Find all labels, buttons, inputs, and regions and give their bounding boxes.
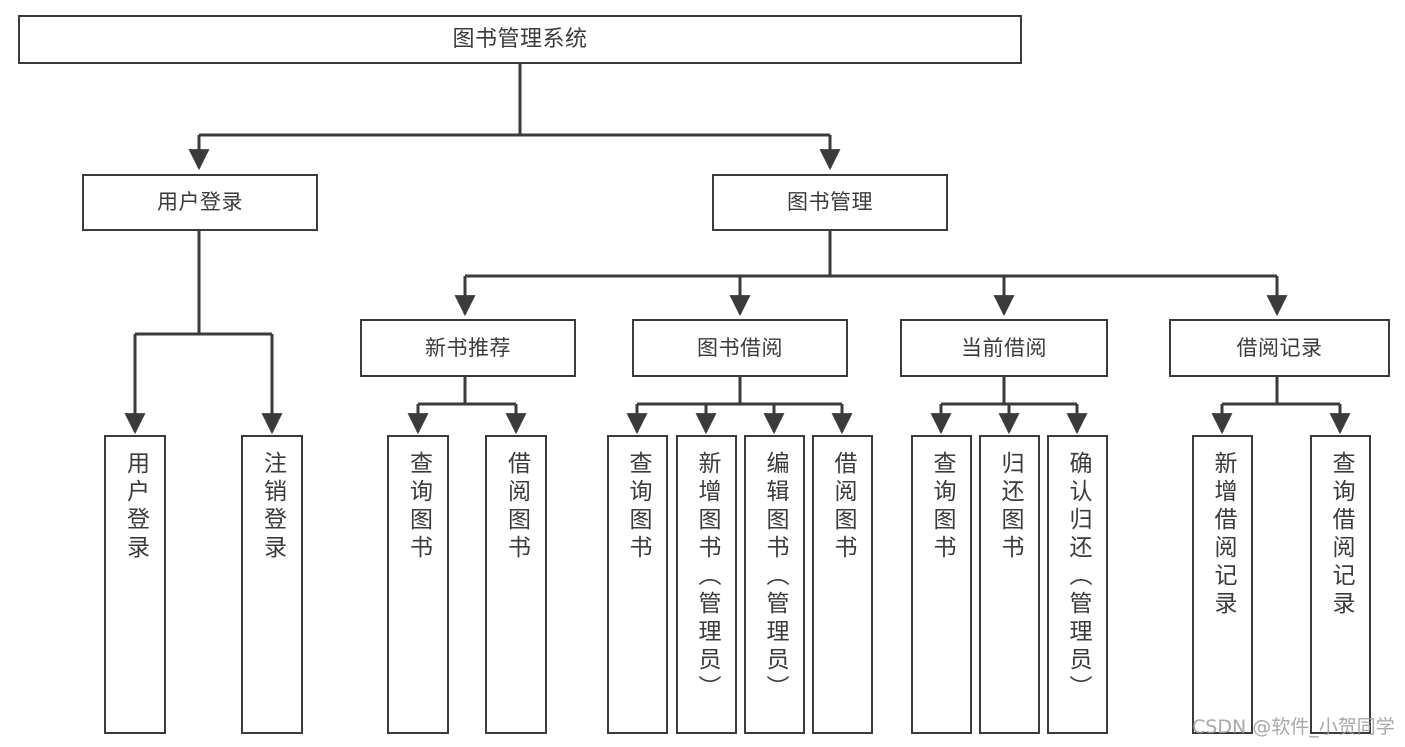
- leaf-query-book-borrow[interactable]: 查询图书: [607, 435, 668, 734]
- node-label: 借阅图书: [503, 451, 530, 563]
- node-label: 归还图书: [997, 451, 1023, 563]
- leaf-confirm-return[interactable]: 确认归还（管理员）: [1047, 435, 1108, 734]
- node-borrow-record[interactable]: 借阅记录: [1169, 319, 1390, 377]
- node-label: 注销登录: [259, 451, 286, 563]
- node-label: 查询借阅记录: [1328, 451, 1354, 619]
- node-new-book-recommend[interactable]: 新书推荐: [360, 319, 576, 377]
- leaf-borrow-book-borrow[interactable]: 借阅图书: [812, 435, 873, 734]
- node-book-borrow[interactable]: 图书借阅: [632, 319, 848, 377]
- node-label: 查询图书: [625, 451, 651, 563]
- node-label: 借阅记录: [1236, 335, 1323, 360]
- node-label: 图书管理系统: [452, 26, 588, 52]
- node-label: 用户登录: [122, 451, 149, 563]
- node-user-login[interactable]: 用户登录: [82, 174, 318, 231]
- node-label: 新书推荐: [425, 335, 511, 360]
- leaf-add-book[interactable]: 新增图书（管理员）: [676, 435, 737, 734]
- leaf-user-login[interactable]: 用户登录: [104, 435, 166, 734]
- leaf-query-book-recommend[interactable]: 查询图书: [387, 435, 449, 734]
- node-book-management[interactable]: 图书管理: [712, 174, 948, 231]
- node-label: 借阅图书: [830, 451, 856, 563]
- csdn-watermark: CSDN @软件_小贺同学: [1192, 716, 1395, 738]
- node-label: 编辑图书（管理员）: [762, 451, 788, 703]
- node-label: 新增图书（管理员）: [694, 451, 720, 703]
- leaf-add-borrow-record[interactable]: 新增借阅记录: [1192, 435, 1253, 734]
- node-label: 新增借阅记录: [1210, 451, 1236, 619]
- node-label: 查询图书: [405, 451, 432, 563]
- node-label: 确认归还（管理员）: [1065, 451, 1091, 703]
- leaf-query-book-current[interactable]: 查询图书: [911, 435, 972, 734]
- leaf-edit-book[interactable]: 编辑图书（管理员）: [744, 435, 805, 734]
- node-root-system[interactable]: 图书管理系统: [18, 15, 1022, 64]
- node-label: 用户登录: [157, 190, 243, 215]
- leaf-logout-login[interactable]: 注销登录: [241, 435, 303, 734]
- node-current-borrow[interactable]: 当前借阅: [900, 319, 1108, 377]
- leaf-query-borrow-record[interactable]: 查询借阅记录: [1310, 435, 1371, 734]
- node-label: 图书管理: [787, 190, 873, 215]
- node-label: 图书借阅: [697, 335, 783, 360]
- node-label: 查询图书: [929, 451, 955, 563]
- node-label: 当前借阅: [961, 335, 1047, 360]
- leaf-borrow-book-recommend[interactable]: 借阅图书: [485, 435, 547, 734]
- leaf-return-book[interactable]: 归还图书: [979, 435, 1040, 734]
